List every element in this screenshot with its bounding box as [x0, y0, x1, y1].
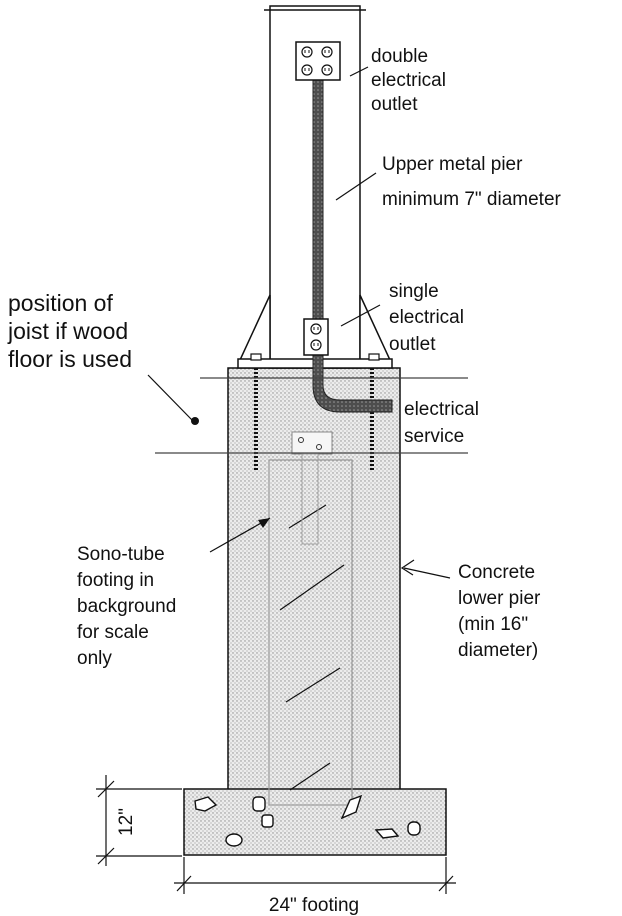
anchor-plate — [291, 431, 333, 455]
label-double-outlet: double electrical outlet — [371, 46, 451, 115]
label-joist: position of joist if wood floor is used — [7, 290, 135, 372]
anchor-strap — [301, 453, 319, 545]
single-outlet-icon — [303, 318, 329, 356]
sono-tube-arrowhead — [258, 518, 270, 528]
double-outlet-icon — [295, 41, 341, 81]
label-concrete-pier: Concrete lower pier (min 16" diameter) — [458, 562, 546, 661]
aggregate-stones — [194, 794, 421, 847]
sono-tube — [268, 459, 353, 806]
gusset-left — [238, 294, 271, 361]
dimension-width — [174, 857, 456, 894]
conduit-elbow — [312, 354, 393, 413]
label-sono-tube: Sono-tube footing in background for scal… — [77, 544, 182, 669]
gusset-right — [359, 294, 392, 361]
label-electrical-service: electrical service — [404, 399, 484, 447]
label-upper-pier: Upper metal pier minimum 7" diameter — [382, 154, 562, 210]
conduit-upper — [312, 79, 324, 321]
concrete-lower-pier — [227, 367, 401, 791]
label-footing-height: 12" — [116, 808, 137, 836]
leader-lines — [147, 66, 451, 579]
joist-marker-dot — [191, 417, 199, 425]
concrete-pier-arrowhead — [400, 559, 415, 576]
label-footing-width: 24" footing — [269, 895, 359, 916]
dimension-height — [96, 775, 182, 866]
label-single-outlet: single electrical outlet — [389, 281, 469, 355]
sono-tube-hatching — [279, 504, 345, 791]
footing — [183, 788, 447, 856]
